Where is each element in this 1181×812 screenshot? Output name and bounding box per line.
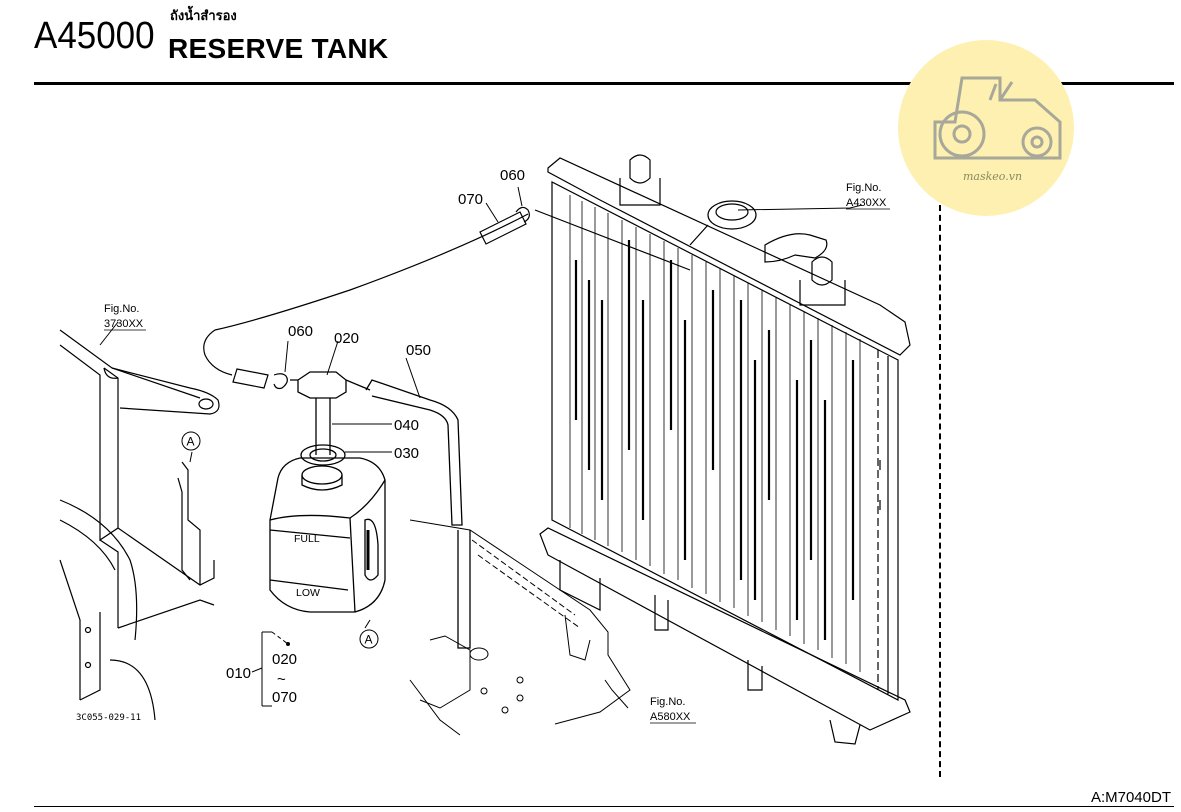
svg-text:Fig.No.: Fig.No. bbox=[846, 182, 881, 194]
fig-ref-radiator: Fig.No. A430XX bbox=[846, 182, 890, 210]
callout-dot bbox=[286, 642, 290, 646]
page-edge-dashed-line bbox=[939, 205, 941, 777]
reserve-tank-assembly bbox=[269, 371, 471, 649]
drawing-id: 3C055-029-11 bbox=[76, 713, 141, 723]
header-rule bbox=[34, 82, 1174, 85]
title-thai: ถังน้ำสำรอง bbox=[170, 9, 237, 24]
watermark-text: maskeo.vn bbox=[963, 170, 1022, 183]
reference-marker-a-lower: A bbox=[359, 629, 379, 649]
radiator-assembly bbox=[539, 154, 911, 745]
callout-060-mid: 060 bbox=[288, 323, 313, 340]
callout-010-range-start: 020 bbox=[272, 651, 297, 668]
callout-030: 030 bbox=[394, 445, 419, 462]
callout-070: 070 bbox=[458, 191, 483, 208]
mounting-plate bbox=[409, 519, 631, 736]
svg-text:Fig.No.: Fig.No. bbox=[104, 303, 139, 315]
footer-code: A:M7040DT bbox=[1090, 789, 1171, 806]
svg-text:Fig.No.: Fig.No. bbox=[650, 696, 685, 708]
title-english: RESERVE TANK bbox=[168, 33, 389, 64]
fig-ref-frame: Fig.No. 3730XX bbox=[104, 303, 146, 331]
callout-010: 010 bbox=[226, 665, 251, 682]
callout-010-range-end: 070 bbox=[272, 689, 297, 706]
watermark-tractor-logo: maskeo.vn bbox=[898, 40, 1074, 216]
reference-marker-a-upper: A bbox=[181, 431, 201, 451]
frame-bracket bbox=[59, 329, 220, 721]
overflow-tube bbox=[203, 206, 691, 390]
svg-text:A430XX: A430XX bbox=[846, 197, 887, 209]
svg-text:A: A bbox=[365, 633, 373, 647]
callout-020: 020 bbox=[334, 330, 359, 347]
tank-low-mark: LOW bbox=[296, 587, 320, 599]
footer-rule bbox=[34, 806, 1174, 807]
svg-text:A: A bbox=[187, 435, 195, 449]
callout-040: 040 bbox=[394, 417, 419, 434]
tank-full-mark: FULL bbox=[294, 533, 320, 545]
callout-leaders bbox=[99, 186, 863, 709]
callout-060-top: 060 bbox=[500, 167, 525, 184]
callout-010-range-tilde: ~ bbox=[277, 671, 286, 688]
svg-text:3730XX: 3730XX bbox=[104, 318, 144, 330]
svg-text:A580XX: A580XX bbox=[650, 711, 691, 723]
callout-050: 050 bbox=[406, 342, 431, 359]
fig-ref-plate: Fig.No. A580XX bbox=[650, 696, 696, 724]
section-code: A45000 bbox=[34, 15, 155, 57]
